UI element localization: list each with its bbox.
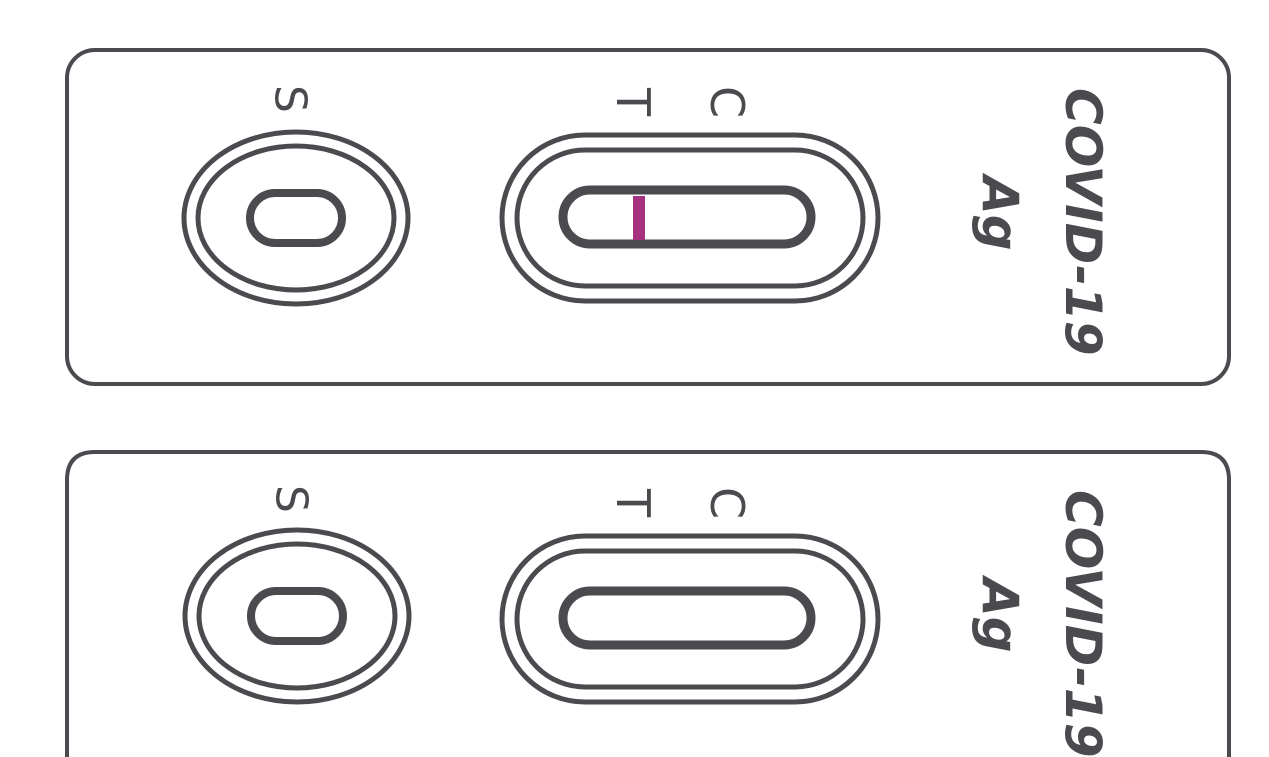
test-cassette-negative: S T C COVID-19 Ag	[67, 452, 1229, 757]
brand-subtitle: Ag	[971, 172, 1029, 251]
test-strip	[563, 190, 811, 244]
sample-well-opening	[250, 193, 342, 243]
test-line-label: T	[606, 87, 660, 117]
brand-subtitle: Ag	[971, 574, 1029, 653]
test-line-label: T	[606, 488, 660, 518]
brand-name: COVID-19	[1054, 490, 1112, 757]
test-strip	[563, 591, 811, 645]
test-cassette-positive: S T C COVID-19 Ag	[67, 50, 1229, 384]
test-line-mark	[633, 196, 645, 240]
result-window	[502, 135, 878, 301]
sample-well	[185, 530, 409, 702]
sample-label: S	[266, 485, 317, 513]
control-line-label: C	[700, 86, 754, 118]
result-window	[502, 536, 878, 702]
sample-well-opening	[251, 591, 343, 641]
control-line-label: C	[700, 487, 754, 519]
sample-label: S	[265, 85, 316, 113]
sample-well	[184, 132, 408, 304]
brand-name: COVID-19	[1054, 88, 1112, 355]
